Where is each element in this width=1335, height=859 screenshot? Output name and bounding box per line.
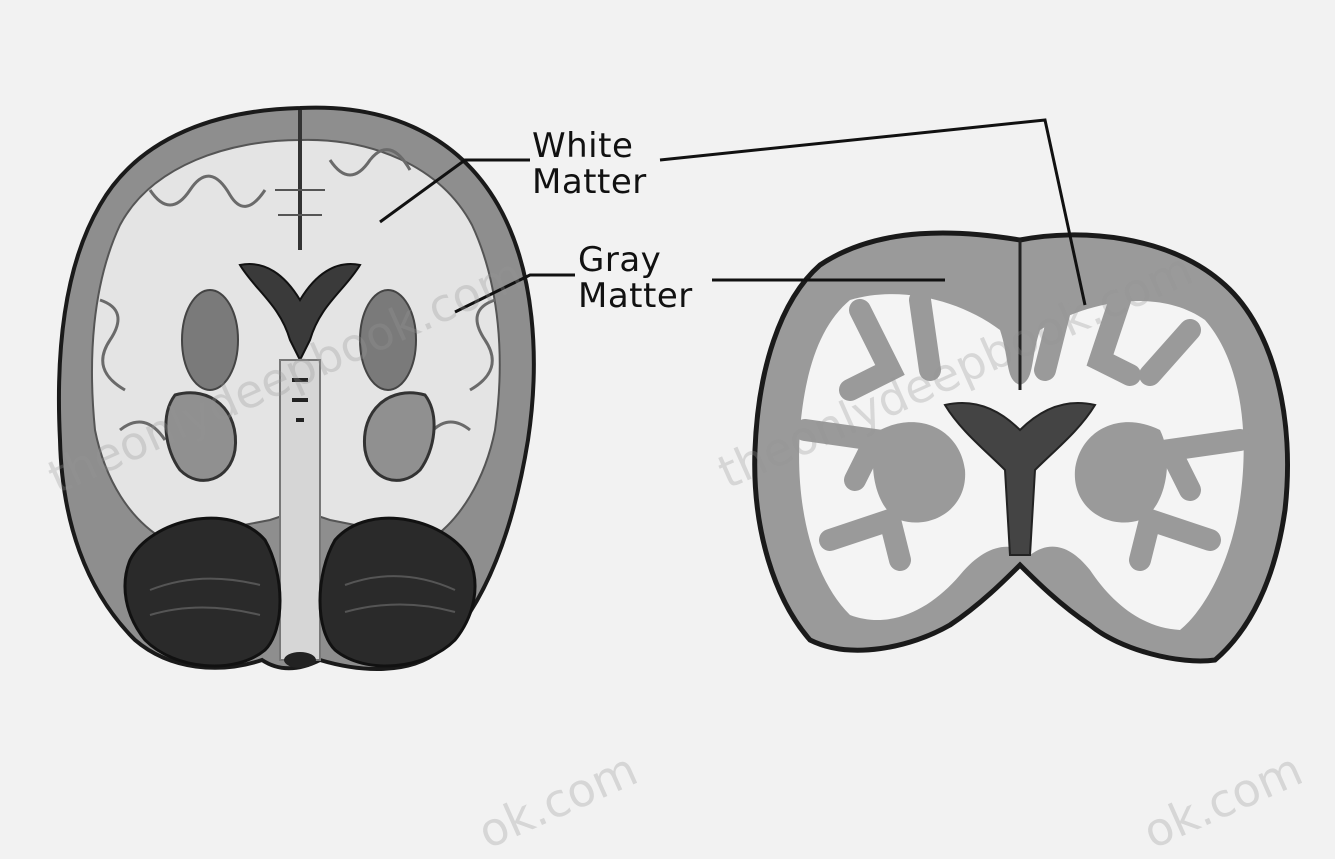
gray-matter-label-line2: Matter xyxy=(578,278,693,314)
right-basal-ganglia xyxy=(360,290,416,390)
left-basal-ganglia xyxy=(182,290,238,390)
coronal-brain-section xyxy=(755,233,1288,661)
gray-matter-label-line1: Gray xyxy=(578,242,693,278)
right-cerebellum xyxy=(320,518,475,666)
white-matter-label-line2: Matter xyxy=(532,164,647,200)
axial-brainstem xyxy=(280,360,320,660)
white-matter-label: White Matter xyxy=(532,128,647,200)
left-cerebellum xyxy=(125,518,280,666)
brain-section-diagram xyxy=(0,0,1335,826)
gray-matter-label: Gray Matter xyxy=(578,242,693,314)
white-matter-label-line1: White xyxy=(532,128,647,164)
medulla xyxy=(284,652,316,668)
axial-brain-section xyxy=(59,108,534,669)
diagram-stage: White Matter Gray Matter theonlydeepbook… xyxy=(0,0,1335,826)
